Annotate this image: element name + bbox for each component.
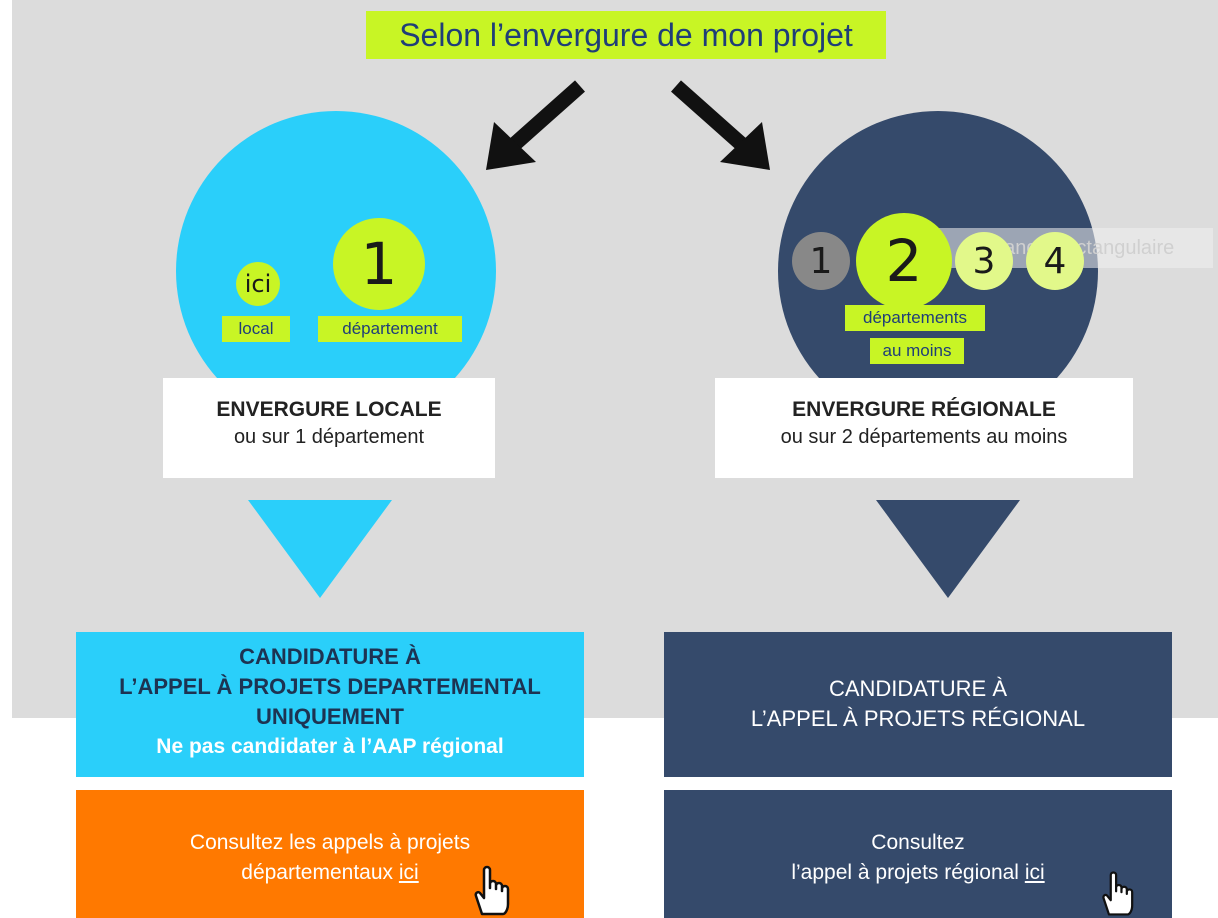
departement-label: département (318, 316, 462, 342)
triangle-down-left-icon (248, 500, 392, 598)
page-title: Selon l’envergure de mon projet (366, 11, 886, 59)
departmental-consult-link[interactable]: ici (398, 861, 419, 884)
regional-line1: CANDIDATURE À (828, 676, 1008, 701)
departmental-line2: L’APPEL À PROJETS DEPARTEMENTAL (119, 674, 541, 699)
regional-consult-line2: l’appel à projets régional ici (664, 858, 1172, 888)
regional-consult-prefix: l’appel à projets régional (791, 861, 1025, 884)
department-1-label: 1 (360, 230, 398, 298)
local-scope-box: ENVERGURE LOCALE ou sur 1 département (163, 378, 495, 478)
regional-scope-box: ENVERGURE RÉGIONALE ou sur 2 département… (715, 378, 1133, 478)
departements-label: départements (845, 305, 985, 331)
departmental-consult-line2: départementaux ici (76, 858, 584, 888)
regional-line2: L’APPEL À PROJETS RÉGIONAL (750, 706, 1086, 731)
ici-dot-label: ici (244, 270, 272, 298)
departmental-consult-box: Consultez les appels à projets départeme… (76, 790, 584, 918)
departmental-line4: Ne pas candidater à l’AAP régional (156, 735, 504, 758)
local-scope-subtitle: ou sur 1 département (233, 426, 425, 448)
hand-pointer-icon (474, 865, 510, 916)
local-label: local (222, 316, 290, 342)
departmental-consult-prefix: départementaux (241, 861, 399, 884)
regional-consult-link[interactable]: ici (1024, 861, 1045, 884)
departmental-line1: CANDIDATURE À (239, 644, 421, 669)
arrow-down-left-icon (486, 80, 585, 170)
local-scope-title: ENVERGURE LOCALE (216, 398, 442, 421)
department-dot-1: 1 (792, 232, 850, 290)
au-moins-label: au moins (870, 338, 964, 364)
departmental-consult-line1: Consultez les appels à projets (189, 831, 471, 854)
department-dot-2: 2 (856, 213, 952, 309)
regional-application-box: CANDIDATURE À L’APPEL À PROJETS RÉGIONAL (664, 632, 1172, 777)
arrow-down-right-icon (671, 80, 770, 170)
department-dot-3-label: 3 (972, 240, 996, 282)
regional-consult-line1: Consultez (871, 831, 965, 854)
regional-consult-box: Consultez l’appel à projets régional ici (664, 790, 1172, 918)
regional-scope-subtitle: ou sur 2 départements au moins (780, 426, 1068, 448)
triangle-down-right-icon (876, 500, 1020, 598)
department-dot-4: 4 (1026, 232, 1084, 290)
department-1-dot: 1 (333, 218, 425, 310)
department-dot-1-label: 1 (809, 240, 833, 282)
hand-pointer-icon-right (1102, 871, 1134, 916)
departmental-line3: UNIQUEMENT (256, 704, 404, 729)
department-dot-4-label: 4 (1043, 240, 1067, 282)
department-dot-3: 3 (955, 232, 1013, 290)
department-dot-2-label: 2 (885, 227, 923, 295)
ici-dot: ici (236, 262, 280, 306)
departmental-application-box: CANDIDATURE À L’APPEL À PROJETS DEPARTEM… (76, 632, 584, 777)
regional-scope-title: ENVERGURE RÉGIONALE (792, 398, 1056, 421)
